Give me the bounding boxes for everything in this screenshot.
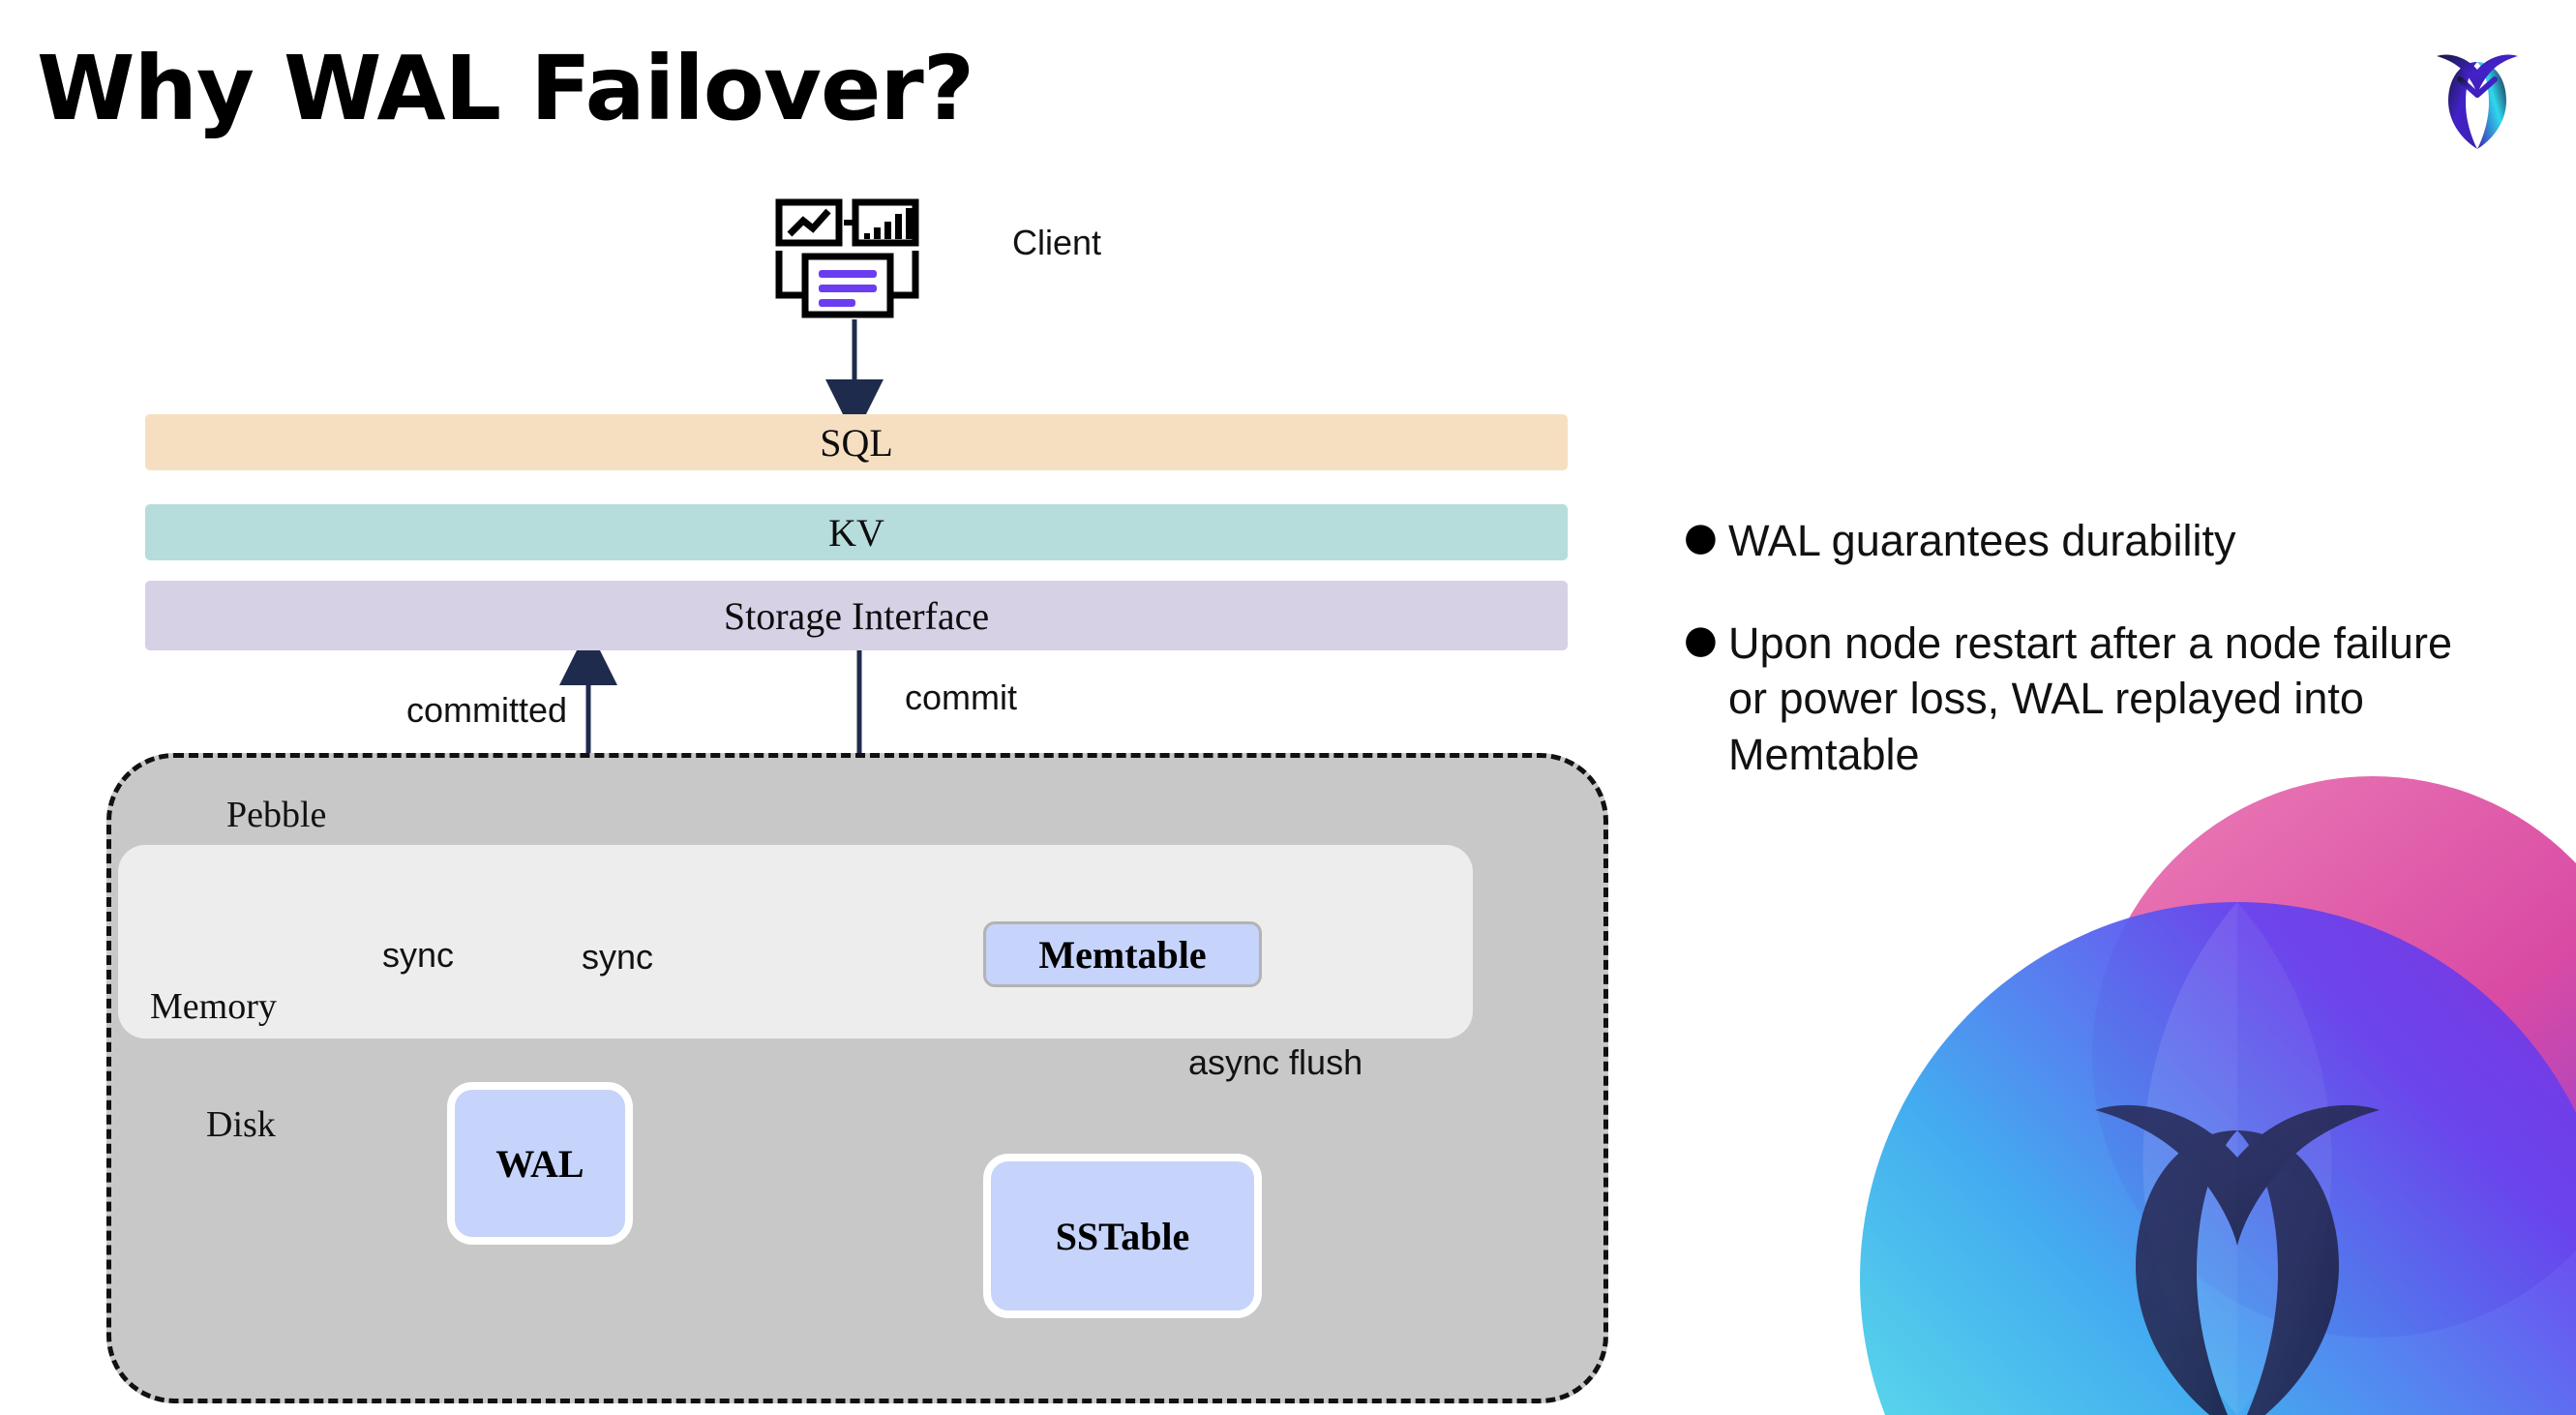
node-wal[interactable]: WAL	[447, 1082, 633, 1245]
bullet-marker-icon: ●	[1684, 515, 1718, 559]
memory-label: Memory	[150, 986, 277, 1027]
layer-bar-sql[interactable]: SQL	[145, 414, 1568, 470]
cockroach-logo-icon	[2410, 27, 2545, 163]
bullet-marker-icon: ●	[1684, 617, 1718, 662]
node-memtable[interactable]: Memtable	[983, 921, 1262, 987]
bullet-text: WAL guarantees durability	[1728, 516, 2236, 565]
layer-bar-kv[interactable]: KV	[145, 504, 1568, 560]
bullet-text: Upon node restart after a node failure o…	[1728, 617, 2452, 779]
page-title: Why WAL Failover?	[37, 37, 974, 140]
memory-region	[118, 845, 1473, 1039]
layer-bar-storage-interface[interactable]: Storage Interface	[145, 581, 1568, 650]
bullet-list: ● WAL guarantees durability ● Upon node …	[1684, 513, 2497, 828]
disk-label: Disk	[206, 1104, 276, 1145]
edge-label-sync-left: sync	[382, 935, 455, 975]
edge-label-commit: commit	[905, 677, 1017, 717]
edge-label-committed: committed	[406, 690, 568, 730]
node-sstable[interactable]: SSTable	[983, 1154, 1262, 1318]
architecture-diagram: Client SQL KV Storage Interface Pebble M…	[106, 198, 1608, 1403]
decorative-circles-art	[1821, 738, 2576, 1415]
pebble-label: Pebble	[226, 795, 327, 835]
client-label: Client	[1012, 223, 1102, 262]
edge-label-sync-right: sync	[582, 937, 654, 977]
list-item: ● Upon node restart after a node failure…	[1684, 616, 2497, 783]
list-item: ● WAL guarantees durability	[1684, 513, 2497, 569]
client-monitor-icon	[774, 198, 934, 319]
edge-label-async-flush: async flush	[1188, 1042, 1363, 1082]
